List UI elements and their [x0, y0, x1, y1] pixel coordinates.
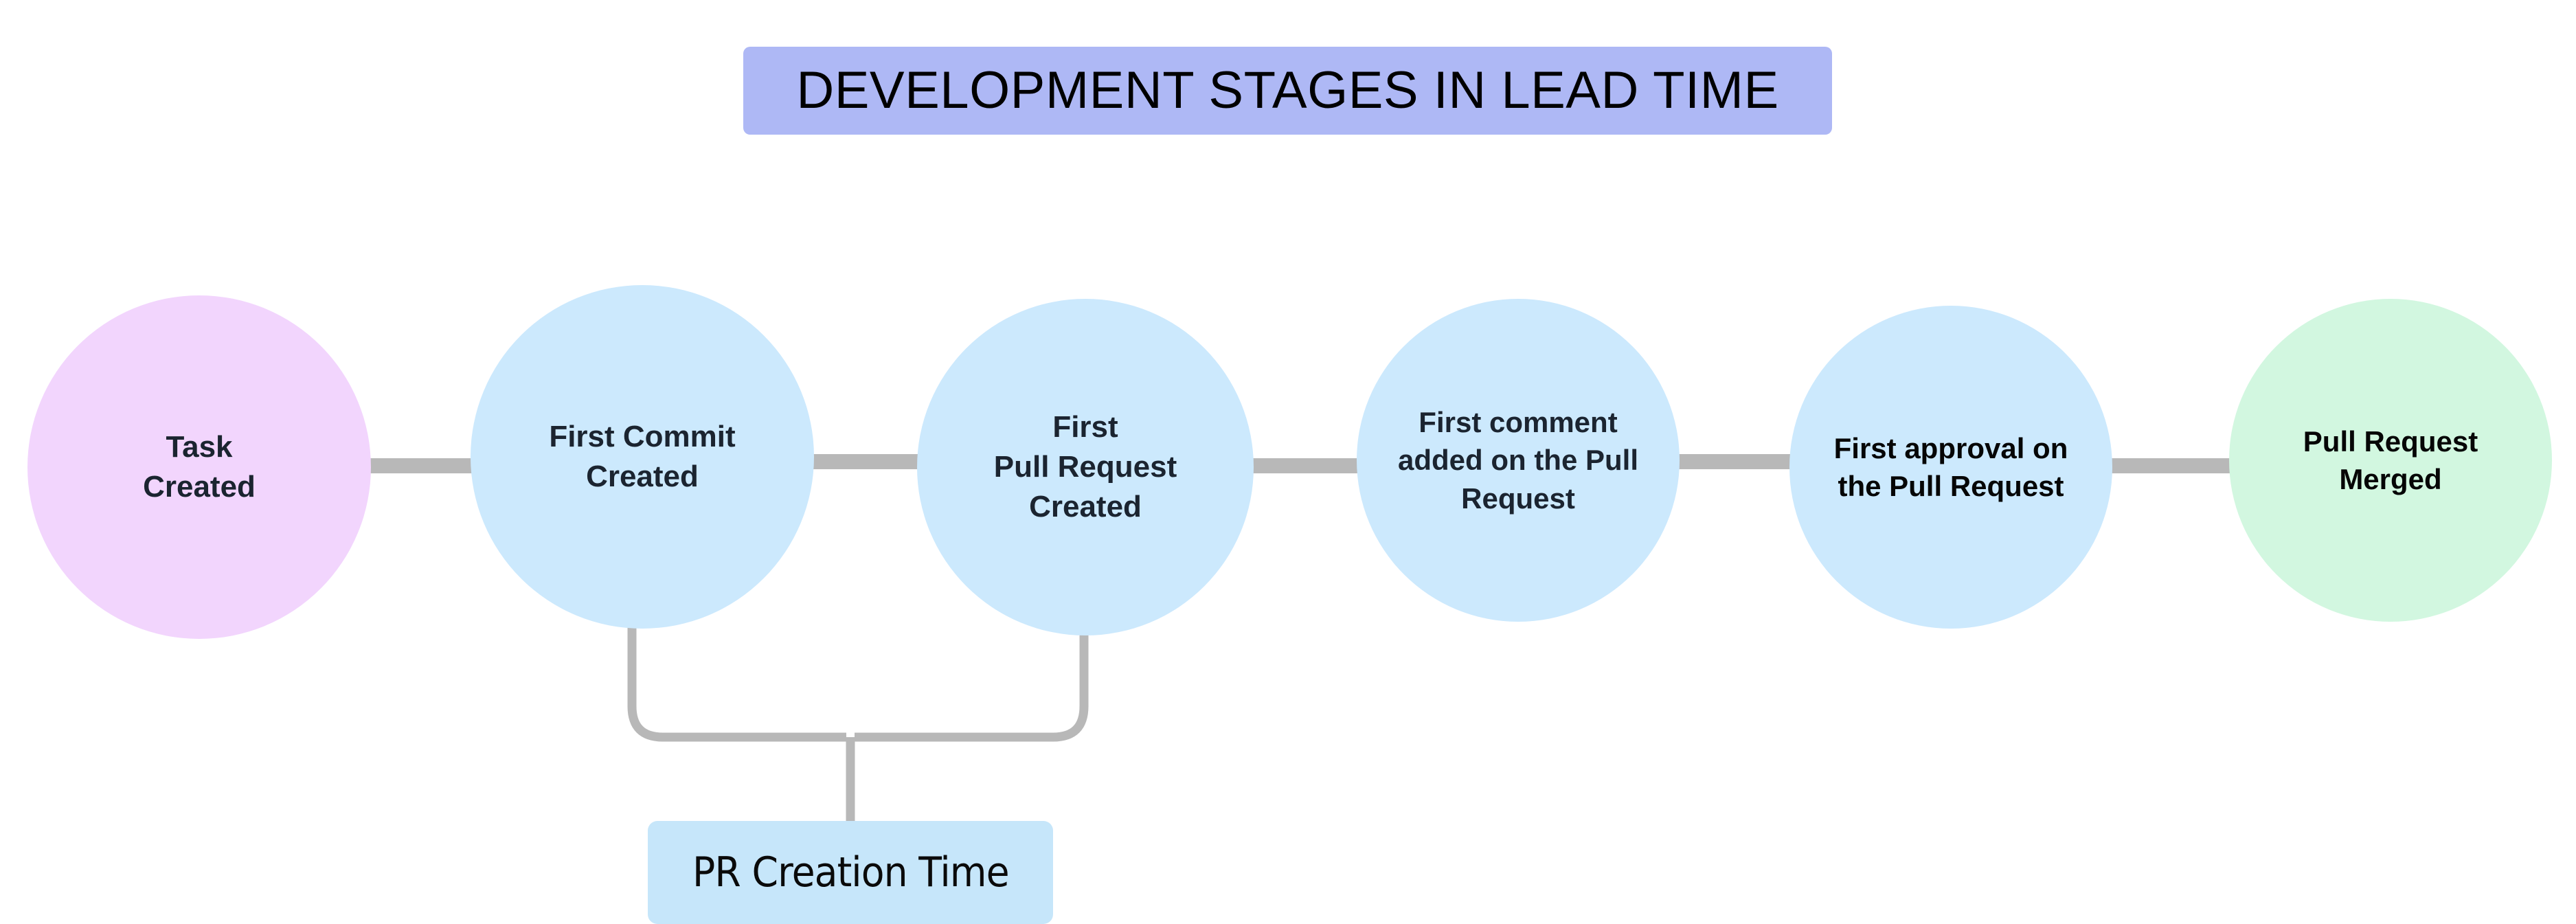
node-first-pull-request-created[interactable]: First Pull Request Created	[917, 299, 1254, 635]
annotation-bracket-left	[627, 625, 846, 742]
node-pull-request-merged[interactable]: Pull Request Merged	[2229, 299, 2552, 622]
node-label: First comment added on the Pull Request	[1397, 405, 1638, 515]
node-first-approval[interactable]: First approval on the Pull Request	[1789, 306, 2112, 629]
node-label: First approval on the Pull Request	[1833, 431, 2068, 502]
node-label: First Pull Request Created	[993, 409, 1177, 524]
annotation-label: PR Creation Time	[692, 848, 1010, 897]
node-task-created[interactable]: Task Created	[27, 295, 371, 639]
annotation-bracket-right	[855, 629, 1089, 742]
node-label: First Commit Created	[549, 419, 736, 493]
page-title: DEVELOPMENT STAGES IN LEAD TIME	[796, 61, 1779, 120]
node-label: Task Created	[143, 429, 256, 504]
annotation-pr-creation-time[interactable]: PR Creation Time	[648, 821, 1053, 924]
diagram-title-banner: DEVELOPMENT STAGES IN LEAD TIME	[743, 47, 1832, 135]
node-first-commit-created[interactable]: First Commit Created	[471, 285, 814, 629]
node-first-comment-added[interactable]: First comment added on the Pull Request	[1357, 299, 1680, 622]
node-label: Pull Request Merged	[2303, 425, 2478, 495]
